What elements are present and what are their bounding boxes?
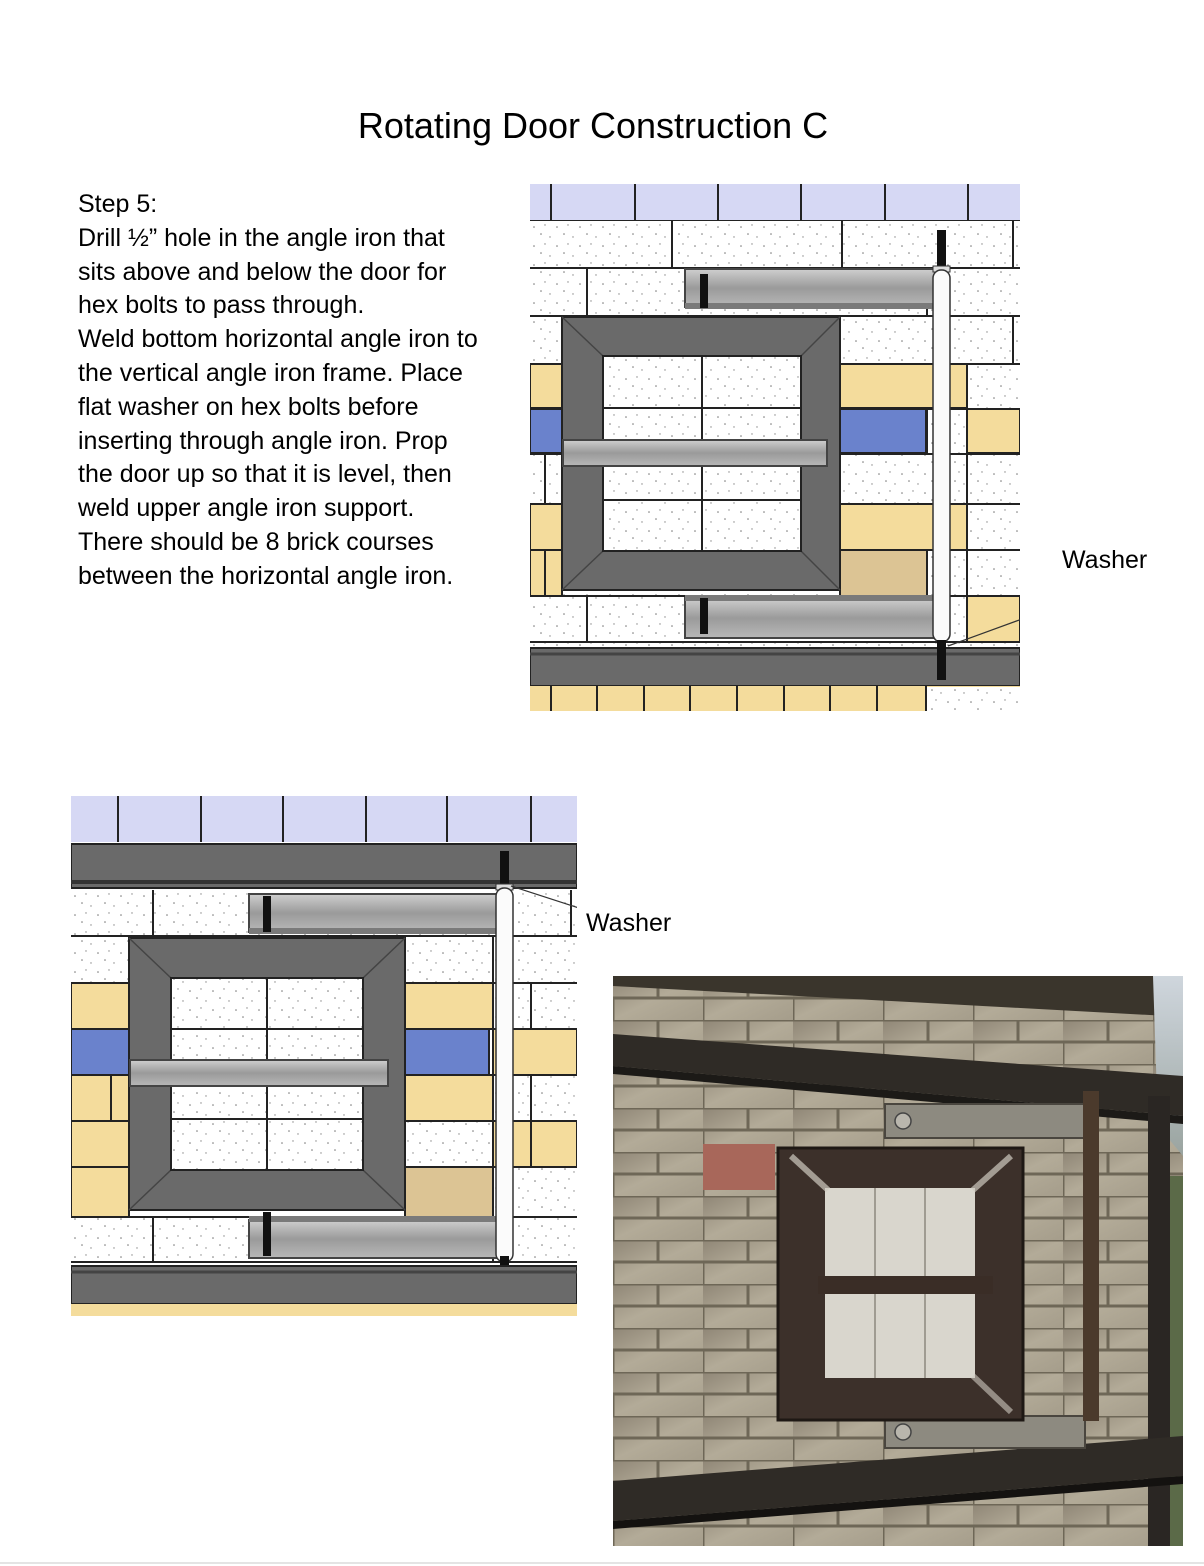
kiln-door-photo	[613, 976, 1183, 1546]
lower-angle-iron	[248, 1212, 498, 1259]
step-instructions: Step 5: Drill ½” hole in the angle iron …	[78, 188, 538, 594]
step-line: the door up so that it is level, then	[78, 460, 452, 489]
horizontal-angle-iron	[530, 647, 1020, 711]
top-course	[71, 796, 577, 842]
step-heading: Step 5:	[78, 190, 158, 218]
top-course	[530, 184, 1020, 222]
step-line: hex bolts to pass through.	[78, 291, 365, 320]
door-frame	[128, 937, 406, 1211]
washer-callout-top: Washer	[1062, 546, 1148, 574]
door-frame	[561, 316, 841, 591]
horizontal-angle-iron-top	[71, 843, 577, 889]
washer-callout-line	[510, 885, 577, 908]
upper-angle-iron	[684, 268, 938, 309]
page-bottom-rule	[0, 1562, 1204, 1564]
horizontal-angle-iron-bottom	[71, 1265, 577, 1316]
step-line: between the horizontal angle iron.	[78, 561, 454, 590]
step-line: There should be 8 brick courses	[78, 527, 434, 556]
step-line: inserting through angle iron. Prop	[78, 426, 448, 455]
washer-callout-bottom: Washer	[586, 909, 672, 937]
step-line: Drill ½” hole in the angle iron that	[78, 223, 445, 252]
door-diagram-top	[530, 184, 1020, 711]
step-line: weld upper angle iron support.	[78, 494, 415, 523]
washer-callout-line	[947, 619, 1020, 647]
step-line: flat washer on hex bolts before	[78, 392, 419, 421]
upper-angle-iron	[248, 893, 498, 934]
step-line: Weld bottom horizontal angle iron to	[78, 325, 478, 354]
pivot-rod	[495, 851, 514, 1296]
step-line: the vertical angle iron frame. Place	[78, 358, 463, 387]
pivot-rod	[932, 230, 951, 680]
lower-angle-iron	[684, 595, 938, 639]
step-line: sits above and below the door for	[78, 257, 447, 286]
door-diagram-bottom	[71, 796, 577, 1316]
page-title: Rotating Door Construction C	[357, 105, 829, 146]
